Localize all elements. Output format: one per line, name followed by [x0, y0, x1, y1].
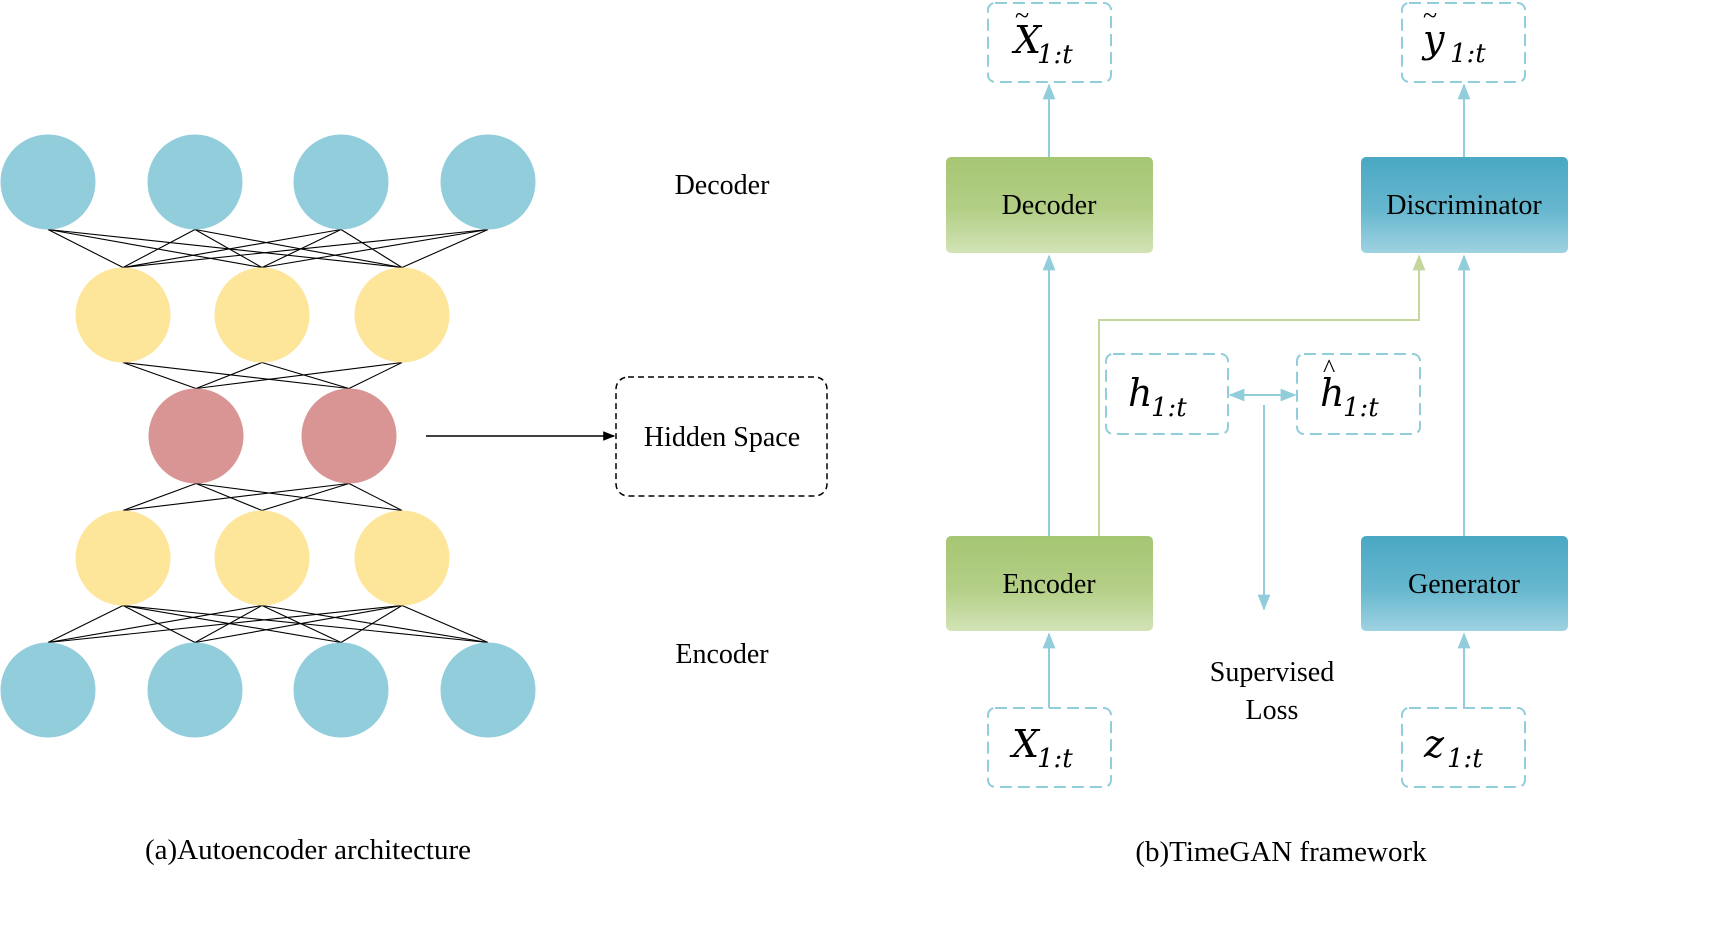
svg-text:X: X — [1011, 18, 1043, 62]
svg-text:y: y — [1421, 17, 1445, 61]
decoder-label: Decoder — [675, 170, 771, 201]
latent-node — [148, 388, 244, 484]
network-edge — [122, 361, 197, 390]
svg-text:1:t: 1:t — [1151, 393, 1187, 423]
svg-text:h: h — [1128, 371, 1152, 415]
timegan-panel: Decoder Encoder Discriminator Generator … — [946, 1, 1568, 868]
network-edge — [195, 361, 263, 390]
network-edge — [47, 228, 403, 269]
latent-node — [301, 388, 397, 484]
network-edge — [122, 361, 350, 390]
network-edge — [122, 228, 342, 269]
svg-text:1:t: 1:t — [1037, 40, 1073, 70]
input-node — [0, 642, 96, 738]
decoder-block-label: Decoder — [1002, 190, 1098, 221]
y-tilde-label: y ~ 1:t — [1421, 1, 1486, 69]
h-box — [1105, 353, 1229, 435]
input-node — [147, 642, 243, 738]
network-edge — [122, 229, 196, 268]
autoencoder-connections — [47, 228, 489, 644]
encoder-label: Encoder — [675, 639, 769, 670]
network-edge — [195, 482, 403, 512]
input-node — [440, 642, 536, 738]
y-tilde-box — [1401, 2, 1526, 83]
x-tilde-box — [987, 2, 1112, 83]
autoencoder-panel: Decoder Encoder Hidden Space (a)Autoenco… — [0, 134, 828, 866]
network-edge — [348, 483, 403, 511]
hidden-space-label: Hidden Space — [644, 422, 800, 453]
network-edge — [122, 228, 489, 269]
encoder-hidden-node — [354, 510, 450, 606]
svg-text:z: z — [1423, 722, 1445, 766]
z-input-label: z 1:t — [1423, 722, 1483, 774]
network-edge — [340, 229, 403, 268]
supervised-loss-line1: Supervised — [1210, 657, 1334, 688]
network-edge — [194, 604, 403, 644]
network-edge — [195, 361, 403, 390]
svg-text:X: X — [1009, 722, 1041, 766]
output-node — [0, 134, 96, 230]
generator-block-label: Generator — [1408, 569, 1521, 600]
network-edge — [401, 228, 489, 269]
decoder-hidden-node — [214, 267, 310, 363]
output-node — [147, 134, 243, 230]
encoder-hidden-node — [214, 510, 310, 606]
network-edge — [47, 604, 263, 644]
svg-text:1:t: 1:t — [1450, 39, 1486, 69]
x-tilde-label: X ~ 1:t — [1011, 1, 1073, 70]
network-edge — [261, 604, 489, 644]
network-edge — [122, 604, 489, 644]
encoder-to-discriminator-path — [1098, 254, 1426, 536]
svg-text:~: ~ — [1015, 1, 1029, 30]
output-node — [293, 134, 389, 230]
network-edge — [194, 229, 263, 268]
network-edge — [348, 362, 403, 389]
encoder-block-label: Encoder — [1002, 569, 1096, 600]
decoder-hidden-node — [75, 267, 171, 363]
svg-text:1:t: 1:t — [1037, 744, 1073, 774]
network-edge — [47, 605, 124, 643]
network-edge — [261, 482, 350, 512]
h-hat-label: h ^ 1:t — [1320, 354, 1379, 423]
network-edge — [195, 482, 263, 512]
network-edge — [47, 604, 403, 644]
svg-text:1:t: 1:t — [1343, 393, 1379, 423]
network-edge — [340, 605, 403, 643]
discriminator-block — [1361, 157, 1568, 253]
encoder-hidden-node — [75, 510, 171, 606]
discriminator-block-label: Discriminator — [1386, 190, 1542, 221]
svg-text:^: ^ — [1323, 354, 1335, 383]
network-edge — [47, 229, 124, 268]
network-edge — [122, 482, 197, 512]
supervised-loss-line2: Loss — [1246, 695, 1299, 726]
network-edge — [194, 228, 403, 269]
network-edge — [261, 361, 350, 390]
x-input-label: X 1:t — [1009, 722, 1073, 774]
encoder-block — [946, 536, 1153, 631]
input-node — [293, 642, 389, 738]
decoder-hidden-node — [354, 267, 450, 363]
svg-text:1:t: 1:t — [1447, 744, 1483, 774]
network-edge — [122, 482, 350, 512]
h-label: h 1:t — [1128, 371, 1187, 423]
generator-block — [1361, 536, 1568, 631]
decoder-block — [946, 157, 1153, 253]
network-edge — [122, 605, 196, 643]
network-edge — [401, 604, 489, 644]
autoencoder-caption: (a)Autoencoder architecture — [145, 834, 471, 866]
svg-text:~: ~ — [1423, 1, 1437, 30]
h-hat-box — [1296, 353, 1421, 435]
autoencoder-nodes — [0, 134, 536, 738]
network-edge — [47, 228, 263, 269]
output-node — [440, 134, 536, 230]
hidden-space-box — [615, 376, 828, 497]
svg-text:h: h — [1320, 371, 1344, 415]
timegan-caption: (b)TimeGAN framework — [1135, 836, 1427, 868]
network-edge — [122, 604, 342, 644]
network-edge — [261, 228, 489, 269]
